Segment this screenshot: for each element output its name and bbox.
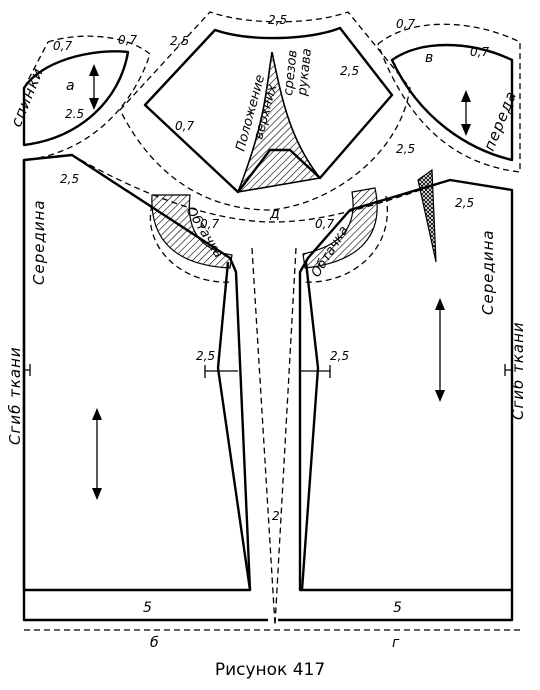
sleeve-top-piece [24,11,520,631]
svg-text:2,5: 2,5 [330,349,349,363]
svg-text:0,7: 0,7 [175,119,194,133]
svg-text:0,7: 0,7 [53,39,72,53]
label-sgib-left: Сгиб ткани [6,346,24,445]
figure-caption: Рисунок 417 [214,660,326,680]
svg-text:2,5: 2,5 [340,64,359,78]
back-yoke-a [22,35,151,161]
letter-g: г [392,635,400,651]
svg-text:0,7: 0,7 [118,33,137,47]
svg-text:2,5: 2,5 [196,349,215,363]
svg-text:5: 5 [143,600,152,616]
label-spinki: спинки [7,65,47,130]
label-srezov: срезов [281,49,301,96]
label-sgib-right: Сгиб ткани [509,321,527,420]
label-seredina-right: Середина [479,229,497,315]
svg-text:0,7: 0,7 [200,217,219,231]
svg-text:2,5: 2,5 [396,142,415,156]
back-piece [22,153,268,622]
svg-text:2,5: 2,5 [268,13,287,27]
front-piece [278,168,514,622]
svg-text:2,5: 2,5 [60,172,79,186]
text-labels: спинки переда Середина Сгиб ткани Середи… [6,13,527,651]
label-pereda-top: переда [480,88,520,153]
svg-text:2,5: 2,5 [170,34,189,48]
letter-a: а [66,78,75,94]
letter-v: в [425,50,433,66]
svg-text:0,7: 0,7 [396,17,415,31]
svg-text:2.5: 2.5 [65,107,84,121]
label-rukava: рукава [295,48,315,98]
svg-text:0,7: 0,7 [470,45,489,59]
letter-d: д [269,206,280,222]
svg-text:2,5: 2,5 [455,196,474,210]
label-seredina-left: Середина [30,199,48,285]
svg-text:2: 2 [272,509,280,523]
svg-text:0,7: 0,7 [315,217,334,231]
svg-text:5: 5 [393,600,402,616]
letter-b: б [150,635,159,651]
front-yoke-v [377,23,521,173]
